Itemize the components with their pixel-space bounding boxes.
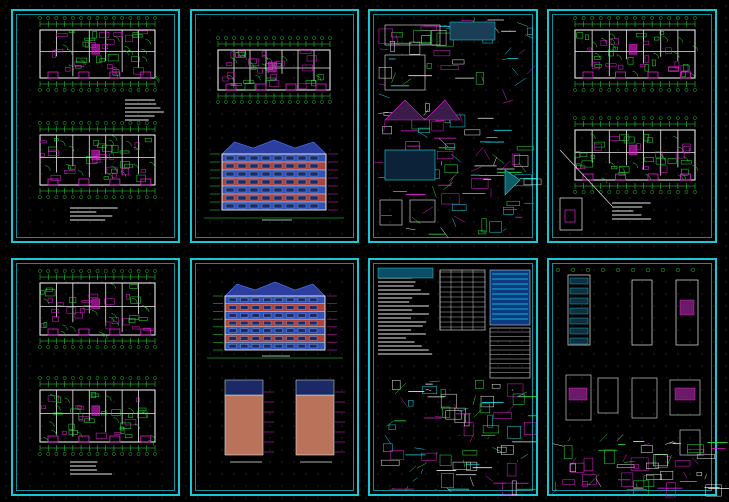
roof-plan [217, 49, 331, 91]
floor-plan-1b [39, 134, 156, 186]
sheet-frame-4[interactable] [547, 9, 717, 243]
front-elevation-1 [221, 153, 327, 211]
floor-plan-3b [39, 389, 156, 443]
sheet-frame-6[interactable] [190, 258, 359, 496]
front-elevation-2 [224, 295, 326, 351]
sheet-frame-3[interactable] [368, 9, 538, 243]
sheet-frame-1[interactable] [11, 9, 180, 243]
sheet-frame-5[interactable] [11, 258, 180, 496]
sheet-frame-8[interactable] [547, 258, 717, 496]
sheet-frame-2[interactable] [190, 9, 359, 243]
floor-plan-2a [574, 29, 696, 79]
sheet-frame-7[interactable] [368, 258, 538, 496]
floor-plan-3a [39, 282, 156, 336]
floor-plan-1a [39, 29, 156, 79]
